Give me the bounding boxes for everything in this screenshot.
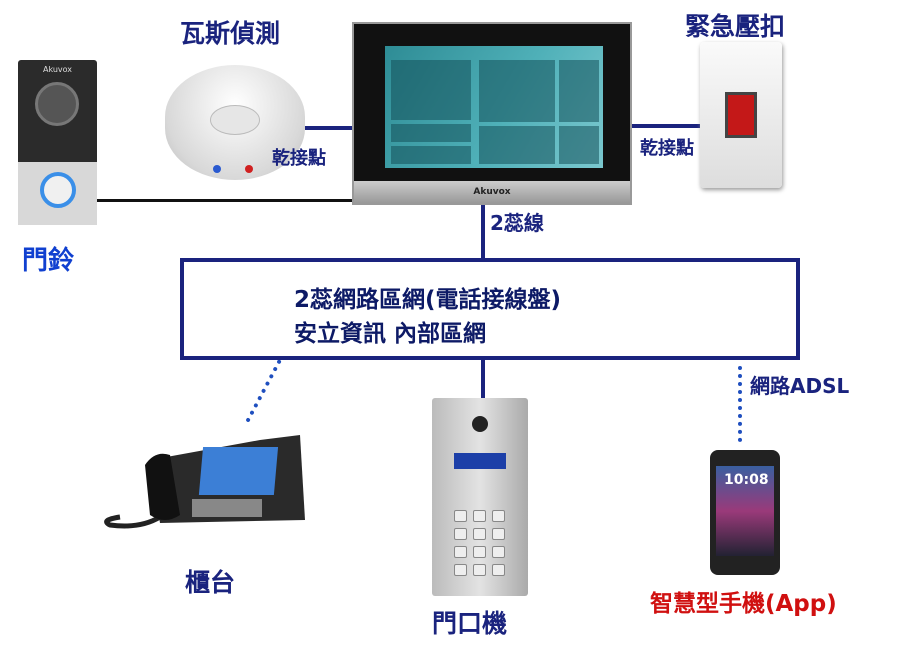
gas-detector-label: 瓦斯偵測 <box>180 19 281 48</box>
ring-button-icon <box>40 172 76 208</box>
lan-box: 2蕊網路區網(電話接線盤) 安立資訊 內部區網 <box>180 258 800 360</box>
network-adsl-label: 網路ADSL <box>750 374 850 398</box>
line-lan-door <box>481 360 485 400</box>
door-station-display <box>454 453 506 469</box>
desk-phone-device <box>100 425 305 530</box>
doorbell-device: Akuvox <box>18 60 97 225</box>
smartphone-device: 10:08 <box>710 450 780 575</box>
phone-clock: 10:08 <box>724 472 769 488</box>
smartphone-label: 智慧型手機(App) <box>650 591 837 617</box>
red-button-icon <box>725 92 757 138</box>
dry-contact-right-label: 乾接點 <box>640 138 694 159</box>
line-lan-desk-phone <box>245 359 282 423</box>
monitor-brand: Akuvox <box>354 181 630 203</box>
monitor-screen <box>385 46 603 168</box>
lan-line-1: 2蕊網路區網(電話接線盤) <box>294 287 562 313</box>
dry-contact-left-label: 乾接點 <box>272 148 326 169</box>
indoor-monitor: Akuvox <box>352 22 632 205</box>
line-lan-smartphone <box>738 366 742 442</box>
line-doorbell-monitor <box>97 199 353 202</box>
gas-detector-device <box>165 65 305 180</box>
line-monitor-lan <box>481 205 485 260</box>
camera-icon <box>35 82 79 126</box>
reception-label: 櫃台 <box>185 568 236 597</box>
line-smoke-monitor <box>305 126 353 130</box>
door-station-label: 門口機 <box>432 609 508 638</box>
doorbell-brand: Akuvox <box>42 65 73 74</box>
two-wire-label: 2蕊線 <box>490 211 544 235</box>
panic-button-label: 緊急壓扣 <box>685 12 786 41</box>
door-station-device <box>432 398 528 596</box>
camera-icon <box>472 416 488 432</box>
panic-button-device <box>700 42 782 188</box>
line-monitor-panic <box>632 124 700 128</box>
lan-line-2: 安立資訊 內部區網 <box>294 321 487 347</box>
doorbell-label: 門鈴 <box>22 246 75 276</box>
